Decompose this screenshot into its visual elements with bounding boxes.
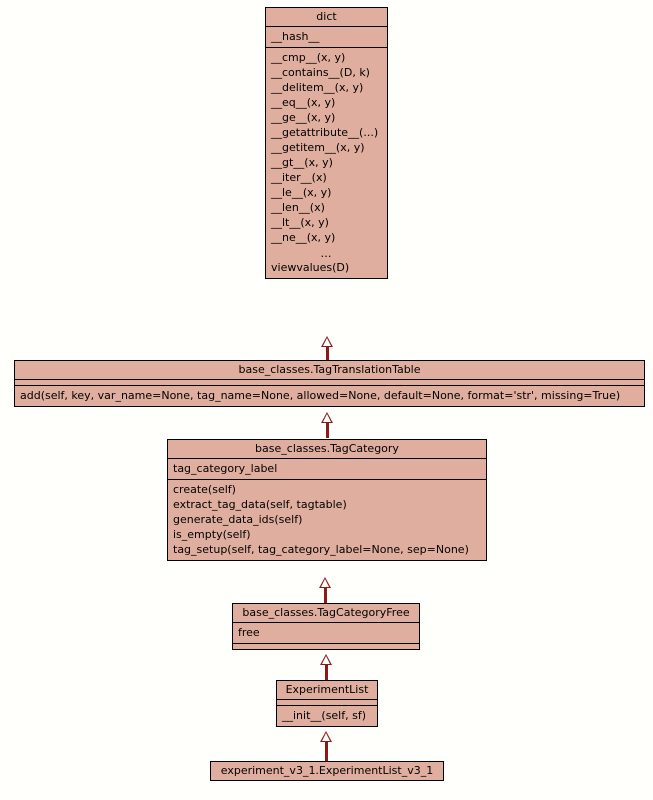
method-row: __getattribute__(...)	[271, 126, 379, 139]
method-row: create(self)	[173, 483, 236, 496]
method-row: generate_data_ids(self)	[173, 513, 303, 526]
method-row: __delitem__(x, y)	[271, 81, 364, 94]
inheritance-arrowhead-icon	[320, 654, 332, 665]
class-attributes-tagtranslationtable	[15, 379, 644, 385]
methods-ellipsis: …	[320, 247, 333, 260]
method-row: tag_setup(self, tag_category_label=None,…	[173, 543, 469, 556]
class-title-experimentlist-v3-1: experiment_v3_1.ExperimentList_v3_1	[211, 762, 443, 780]
class-methods-tagcategoryfree	[233, 643, 419, 649]
class-methods-experimentlist: __init__(self, sf)	[277, 705, 377, 726]
relation-line	[326, 422, 329, 438]
method-row: add(self, key, var_name=None, tag_name=N…	[20, 389, 621, 402]
relation-line	[325, 664, 328, 680]
method-row: viewvalues(D)	[271, 261, 350, 274]
class-methods-tagtranslationtable: add(self, key, var_name=None, tag_name=N…	[15, 385, 644, 406]
generalization-tagtranslationtable-to-dict	[321, 336, 333, 360]
attribute-row: free	[238, 626, 260, 639]
class-box-dict[interactable]: dict __hash__ __cmp__(x, y) __contains__…	[265, 7, 388, 279]
generalization-tagcategory-to-tagtranslationtable	[321, 412, 333, 438]
class-box-tagcategoryfree[interactable]: base_classes.TagCategoryFree free	[232, 603, 420, 650]
relation-line	[326, 346, 329, 360]
method-row: __ne__(x, y)	[271, 231, 336, 244]
inheritance-arrowhead-icon	[319, 577, 331, 588]
inheritance-arrowhead-icon	[321, 412, 333, 423]
generalization-tagcategoryfree-to-tagcategory	[319, 577, 331, 603]
generalization-experimentlist-to-tagcategoryfree	[320, 654, 332, 680]
attribute-row: __hash__	[271, 30, 320, 43]
class-box-experimentlist[interactable]: ExperimentList __init__(self, sf)	[276, 680, 378, 727]
generalization-experimentlistv31-to-experimentlist	[320, 731, 332, 761]
method-row: __eq__(x, y)	[271, 96, 336, 109]
method-row: __iter__(x)	[271, 171, 327, 184]
class-methods-tagcategory: create(self) extract_tag_data(self, tagt…	[168, 479, 486, 560]
method-row: extract_tag_data(self, tagtable)	[173, 498, 347, 511]
class-attributes-experimentlist	[277, 699, 377, 705]
class-title-dict: dict	[266, 8, 387, 26]
class-attributes-tagcategoryfree: free	[233, 622, 419, 643]
class-title-experimentlist: ExperimentList	[277, 681, 377, 699]
relation-line	[325, 741, 328, 761]
class-box-experimentlist-v3-1[interactable]: experiment_v3_1.ExperimentList_v3_1	[210, 761, 444, 781]
method-row: __init__(self, sf)	[282, 709, 367, 722]
inheritance-arrowhead-icon	[321, 336, 333, 347]
class-title-tagtranslationtable: base_classes.TagTranslationTable	[15, 361, 644, 379]
method-row: __le__(x, y)	[271, 186, 332, 199]
method-row: __len__(x)	[271, 201, 325, 214]
method-row: __cmp__(x, y)	[271, 51, 346, 64]
class-title-tagcategoryfree: base_classes.TagCategoryFree	[233, 604, 419, 622]
relation-line	[324, 587, 327, 603]
class-box-tagcategory[interactable]: base_classes.TagCategory tag_category_la…	[167, 439, 487, 561]
inheritance-arrowhead-icon	[320, 731, 332, 742]
method-row: __getitem__(x, y)	[271, 141, 365, 154]
method-row: __contains__(D, k)	[271, 66, 370, 79]
method-row: __ge__(x, y)	[271, 111, 336, 124]
method-row: is_empty(self)	[173, 528, 251, 541]
class-box-tagtranslationtable[interactable]: base_classes.TagTranslationTable add(sel…	[14, 360, 645, 407]
class-methods-dict: __cmp__(x, y) __contains__(D, k) __delit…	[266, 47, 387, 278]
class-title-tagcategory: base_classes.TagCategory	[168, 440, 486, 458]
attribute-row: tag_category_label	[173, 462, 278, 475]
class-attributes-dict: __hash__	[266, 26, 387, 47]
class-attributes-tagcategory: tag_category_label	[168, 458, 486, 479]
method-row: __gt__(x, y)	[271, 156, 333, 169]
method-row: __lt__(x, y)	[271, 216, 329, 229]
